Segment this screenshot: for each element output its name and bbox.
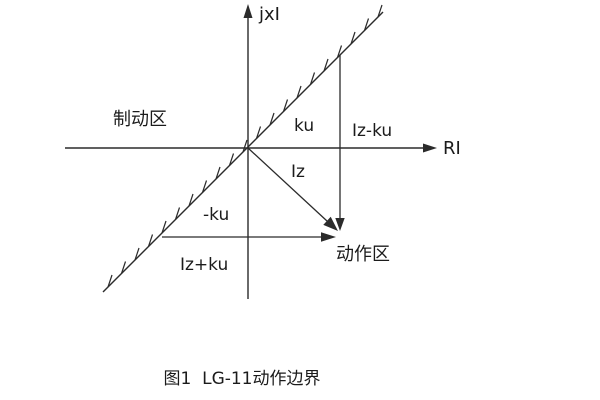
y-axis-arrowhead: [243, 4, 253, 18]
figure-caption: 图1 LG-11动作边界: [163, 369, 320, 389]
neg-ku-label: -ku: [203, 205, 229, 225]
iz-minus-ku-label: Iz-ku: [352, 121, 392, 141]
iz-label: Iz: [291, 162, 305, 182]
x-axis-label: RI: [443, 138, 461, 159]
down-arrowhead: [335, 218, 345, 231]
right-arrowhead: [321, 232, 336, 242]
x-axis-arrowhead: [423, 143, 437, 153]
hatch-marks: [107, 4, 383, 288]
operation-region-label: 动作区: [336, 244, 390, 265]
y-axis-label: jxI: [258, 4, 280, 25]
iz-plus-ku-label: Iz+ku: [180, 255, 228, 275]
iz-vector-arrowhead: [323, 216, 338, 231]
iz-vector: [247, 147, 328, 222]
restraint-region-label: 制动区: [113, 109, 167, 130]
ku-label: ku: [294, 116, 314, 136]
